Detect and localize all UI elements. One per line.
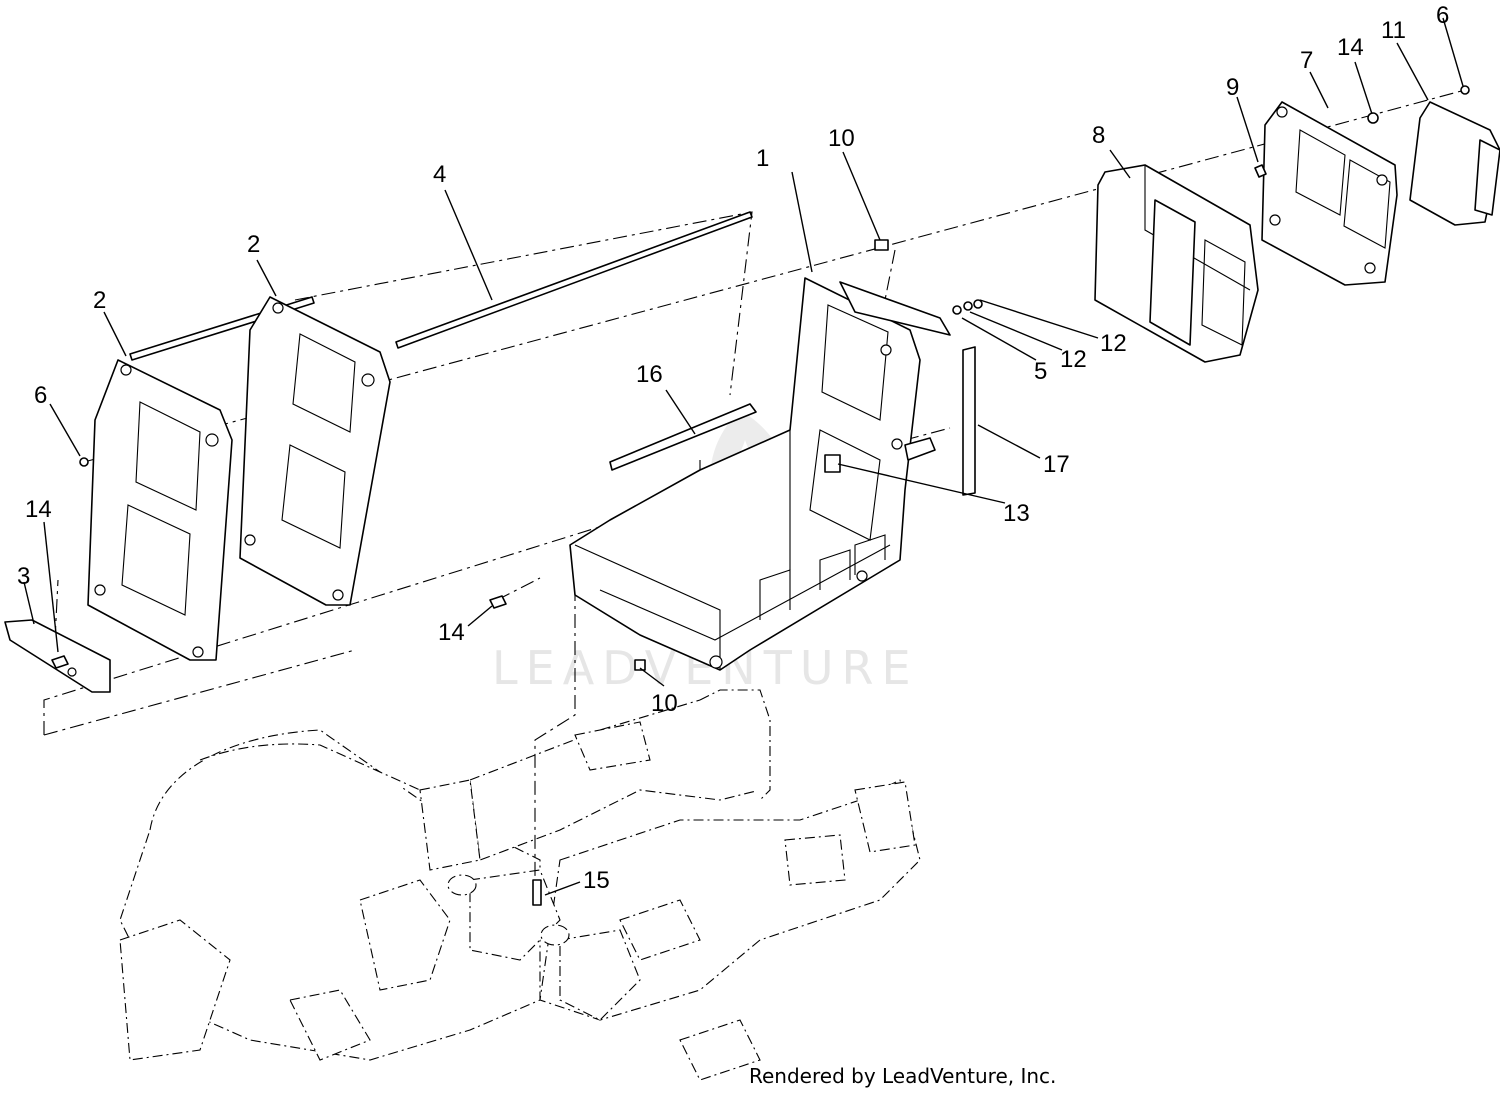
bushing-icon <box>874 239 889 251</box>
callout-labels: 1 2 2 3 4 5 6 6 7 8 9 10 10 11 12 12 13 … <box>17 2 1449 894</box>
callout-17: 17 <box>1043 451 1070 478</box>
callout-1: 1 <box>756 145 769 172</box>
part-bracket <box>4 619 111 693</box>
callout-15: 15 <box>583 867 610 894</box>
nut-icon <box>51 655 69 669</box>
nut-icon <box>489 595 507 609</box>
washer-icon <box>963 301 973 311</box>
screw-icon <box>1460 85 1470 95</box>
bolt-icon <box>824 454 841 473</box>
callout-10-bottom: 10 <box>651 690 678 717</box>
callout-12-upper: 12 <box>1100 330 1127 357</box>
callout-14-center: 14 <box>438 619 465 646</box>
callout-14-left: 14 <box>25 496 52 523</box>
bolt-icon <box>1254 164 1267 178</box>
part-rod <box>129 211 753 361</box>
callout-12-lower: 12 <box>1060 346 1087 373</box>
part-mount-plate <box>1261 101 1398 286</box>
fasteners <box>51 85 1470 906</box>
callout-13: 13 <box>1003 500 1030 527</box>
callout-2-front-plate: 2 <box>247 231 260 258</box>
screw-icon <box>79 457 89 467</box>
callout-11: 11 <box>1381 17 1406 44</box>
callout-3: 3 <box>17 563 30 590</box>
vehicle-frame <box>119 689 921 1081</box>
watermark-flame-icon <box>710 410 787 520</box>
callout-6-left: 6 <box>34 382 47 409</box>
part-cover <box>1409 101 1500 226</box>
washer-icon <box>973 299 983 309</box>
part-main-box <box>569 277 951 671</box>
callout-4: 4 <box>433 161 446 188</box>
render-credit: Rendered by LeadVenture, Inc. <box>749 1064 1057 1088</box>
callout-9: 9 <box>1226 74 1239 101</box>
callout-8: 8 <box>1092 122 1105 149</box>
part-plate-rear <box>87 359 233 661</box>
callout-5: 5 <box>1034 358 1047 385</box>
bushing-icon <box>634 659 646 671</box>
callout-6-right: 6 <box>1436 2 1449 29</box>
washer-icon <box>952 305 962 315</box>
nut-icon <box>1367 112 1379 124</box>
part-strip <box>609 403 757 471</box>
callout-2-rear-plate: 2 <box>93 287 106 314</box>
part-plate-front <box>239 296 391 606</box>
bolt-icon <box>532 879 542 906</box>
part-controller <box>1094 164 1259 363</box>
leader-lines <box>23 17 1464 896</box>
callout-14-right: 14 <box>1337 34 1364 61</box>
callout-10-top: 10 <box>828 125 855 152</box>
assembly-lines <box>43 89 1466 880</box>
callout-7: 7 <box>1300 47 1313 74</box>
part-strip-small <box>962 346 976 496</box>
callout-16: 16 <box>636 361 663 388</box>
